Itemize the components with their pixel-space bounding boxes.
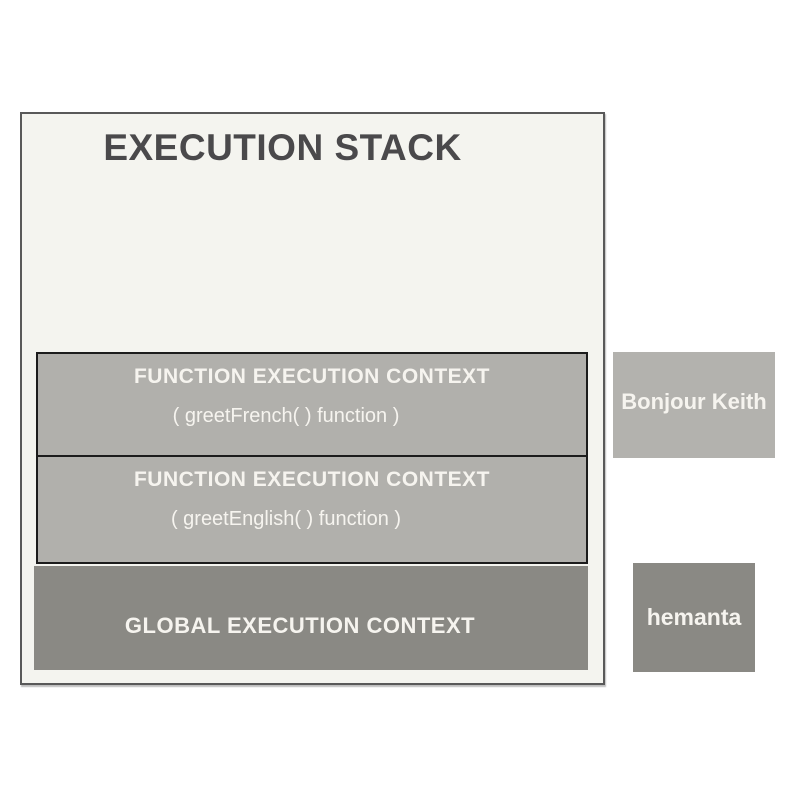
output-label: hemanta xyxy=(646,604,742,630)
slide-title: EXECUTION STACK xyxy=(103,127,462,168)
output-box-bonjour-keith: Bonjour Keith xyxy=(613,352,775,458)
frame-heading: FUNCTION EXECUTION CONTEXT xyxy=(133,365,490,388)
output-box-hemanta: hemanta xyxy=(633,563,755,672)
stack-frame-greetfrench: FUNCTION EXECUTION CONTEXT ( greetFrench… xyxy=(36,352,588,457)
frame-heading: FUNCTION EXECUTION CONTEXT xyxy=(133,468,490,491)
stack-frame-greetenglish: FUNCTION EXECUTION CONTEXT ( greetEnglis… xyxy=(36,455,588,564)
frame-detail: ( greetFrench( ) function ) xyxy=(172,405,400,427)
global-frame-heading: GLOBAL EXECUTION CONTEXT xyxy=(124,613,476,638)
global-execution-context-frame: GLOBAL EXECUTION CONTEXT xyxy=(34,566,588,670)
output-label: Bonjour Keith xyxy=(621,389,767,414)
frame-detail: ( greetEnglish( ) function ) xyxy=(170,508,402,530)
